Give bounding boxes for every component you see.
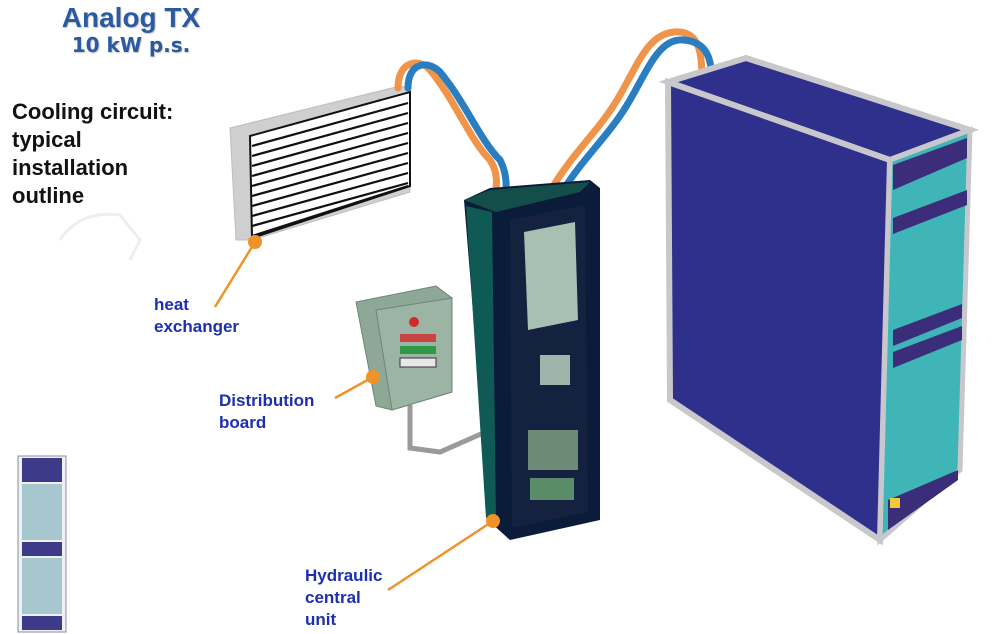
watermark-graphic bbox=[58, 212, 142, 261]
page-title: Analog TX bbox=[61, 2, 201, 33]
heat-exchanger-icon bbox=[229, 85, 411, 241]
cabinet-pipes-icon bbox=[548, 28, 716, 196]
heat-exchanger-label: heat exchanger bbox=[154, 295, 240, 336]
section-heading: Cooling circuit: typical installation ou… bbox=[12, 99, 174, 208]
coolant-pipes-icon bbox=[394, 59, 510, 204]
callout-dots bbox=[248, 235, 500, 528]
hydraulic-unit-icon bbox=[464, 180, 600, 540]
page-subtitle: 10 kW p.s. bbox=[71, 33, 191, 57]
distribution-board-label: Distribution board bbox=[219, 391, 315, 432]
hydraulic-unit-label: Hydraulic central unit bbox=[305, 566, 383, 629]
transmitter-front-thumbnail-icon bbox=[17, 455, 67, 633]
distribution-board-icon bbox=[355, 285, 492, 455]
transmitter-cabinet-icon bbox=[658, 54, 980, 546]
callout-lines bbox=[213, 241, 494, 592]
